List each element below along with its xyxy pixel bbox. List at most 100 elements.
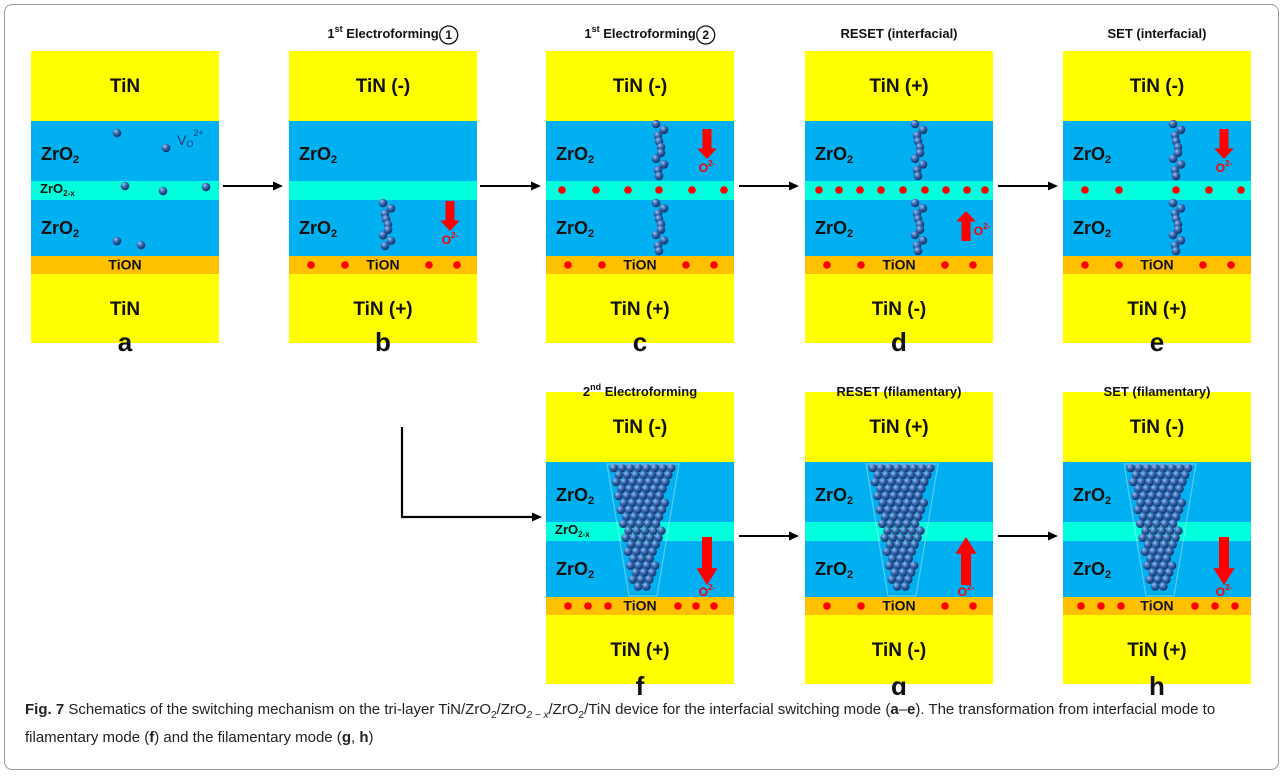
- vacancy-sphere: [616, 505, 626, 515]
- layer-tion: [31, 256, 219, 274]
- caption-text: ). The transformation from interfacial m…: [25, 701, 1216, 746]
- layer-zro2-x: [805, 181, 993, 200]
- vacancy-sphere: [645, 533, 655, 542]
- vacancy-sphere: [888, 533, 898, 542]
- electrode-top-label: TiN (-): [356, 76, 411, 97]
- vacancy-sphere: [1153, 575, 1163, 584]
- vacancy-sphere: [1149, 505, 1159, 515]
- vacancy-sphere: [1168, 154, 1178, 163]
- layer-zro2-top: [289, 121, 477, 181]
- tion-label: TiON: [108, 257, 141, 273]
- layer-tin-top: [805, 51, 993, 121]
- layer-tin-top: [289, 51, 477, 121]
- vacancy-sphere: [650, 561, 660, 570]
- oxygen-ion-dot: [942, 186, 950, 194]
- vacancy-sphere: [887, 477, 896, 487]
- vacancy-sphere: [629, 554, 638, 563]
- field-arrow: [697, 129, 717, 159]
- vacancy-sphere: [898, 568, 908, 577]
- vacancy-sphere: [1180, 470, 1190, 480]
- oxygen-ion-dot: [1205, 186, 1213, 194]
- vacancy-sphere: [890, 568, 900, 577]
- vacancy-sphere: [629, 533, 639, 542]
- layer-tion: [1063, 256, 1251, 274]
- layer-tin-bottom: [289, 274, 477, 343]
- vacancy-sphere: [654, 533, 663, 542]
- layer-tin-bottom: [805, 615, 993, 684]
- oxygen-ion-dot: [1211, 602, 1219, 610]
- vacancy-sphere: [885, 540, 895, 549]
- vacancy-sphere: [916, 505, 926, 515]
- flow-arrow: [739, 181, 799, 191]
- vacancy-sphere: [1138, 512, 1148, 522]
- vacancy-sphere: [1168, 519, 1178, 529]
- vacancy-sphere: [621, 533, 630, 542]
- electrode-bottom-label: TiN: [110, 299, 140, 320]
- vacancy-sphere: [899, 526, 909, 536]
- caption-panel-ref: g: [341, 729, 351, 746]
- vacancy-sphere: [635, 498, 645, 508]
- vacancy-sphere: [1152, 498, 1162, 508]
- vacancy-sphere: [890, 470, 899, 480]
- caption-text: /ZrO: [548, 701, 579, 718]
- oxygen-ion-dot: [425, 261, 433, 269]
- vacancy-sphere: [1136, 498, 1146, 508]
- field-arrow: [440, 201, 460, 231]
- vacancy-sphere: [873, 491, 882, 501]
- vacancy-sphere: [656, 148, 666, 158]
- oxygen-ion-dot: [877, 186, 885, 194]
- vacancy-sphere: [908, 505, 917, 515]
- vacancy-sphere: [1168, 119, 1178, 129]
- electrode-bottom-label: TiN (+): [1127, 640, 1186, 661]
- oxygen-ion-dot: [815, 186, 823, 194]
- vacancy-sphere: [894, 498, 904, 508]
- tion-label: TiON: [623, 257, 656, 273]
- vacancy-sphere: [623, 547, 633, 556]
- vacancy-sphere: [878, 498, 888, 508]
- vacancy-sphere: [1157, 547, 1166, 556]
- oxygen-ion-dot: [307, 261, 315, 269]
- oxygen-ion-dot: [692, 602, 700, 610]
- vacancy-sphere: [1142, 484, 1151, 494]
- connector-arrow-head: [532, 512, 542, 522]
- vacancy-sphere: [1133, 505, 1143, 515]
- vacancy-sphere: [630, 512, 639, 522]
- electrode-bottom-label: TiN (-): [872, 299, 927, 320]
- vacancy-sphere: [1164, 568, 1174, 577]
- vacancy-sphere: [1165, 547, 1174, 556]
- flow-arrow: [998, 181, 1058, 191]
- step-number: 2: [702, 28, 709, 42]
- vacancy-sphere: [378, 230, 388, 240]
- electrode-top-label: TiN (-): [613, 76, 668, 97]
- vacancy-sphere: [660, 477, 670, 487]
- vacancy-sphere: [637, 554, 646, 563]
- vacancy-sphere: [120, 181, 130, 191]
- oxygen-ion-dot: [682, 261, 690, 269]
- vacancy-sphere: [621, 512, 631, 522]
- vacancy-sphere: [641, 484, 651, 494]
- vacancy-sphere: [886, 498, 896, 508]
- vacancy-sphere: [914, 491, 923, 501]
- layer-tin-bottom: [1063, 274, 1251, 343]
- vacancy-sphere: [651, 230, 661, 240]
- vacancy-sphere: [647, 470, 657, 480]
- filament-outline: [865, 463, 939, 597]
- vacancy-sphere: [892, 463, 902, 473]
- vacancy-sphere: [626, 540, 636, 549]
- vacancy-sphere: [1172, 470, 1182, 480]
- vacancy-sphere: [651, 154, 661, 163]
- layer-tin-top: [1063, 392, 1251, 462]
- vacancy-sphere: [1175, 463, 1185, 473]
- vacancy-sphere: [633, 484, 643, 494]
- vacancy-sphere: [908, 484, 918, 494]
- vacancy-sphere: [158, 186, 168, 196]
- oxygen-ion-label: O2-: [699, 583, 716, 599]
- vacancy-sphere: [1168, 540, 1177, 549]
- vacancy-sphere: [883, 526, 892, 536]
- vacancy-sphere: [1151, 540, 1161, 549]
- panel-letter-a: a: [118, 327, 133, 357]
- layer-zro2-bottom: [31, 200, 219, 256]
- vacancy-sphere: [1152, 519, 1161, 529]
- field-arrow: [955, 537, 977, 585]
- zro2-x-label: ZrO2-x: [40, 181, 75, 198]
